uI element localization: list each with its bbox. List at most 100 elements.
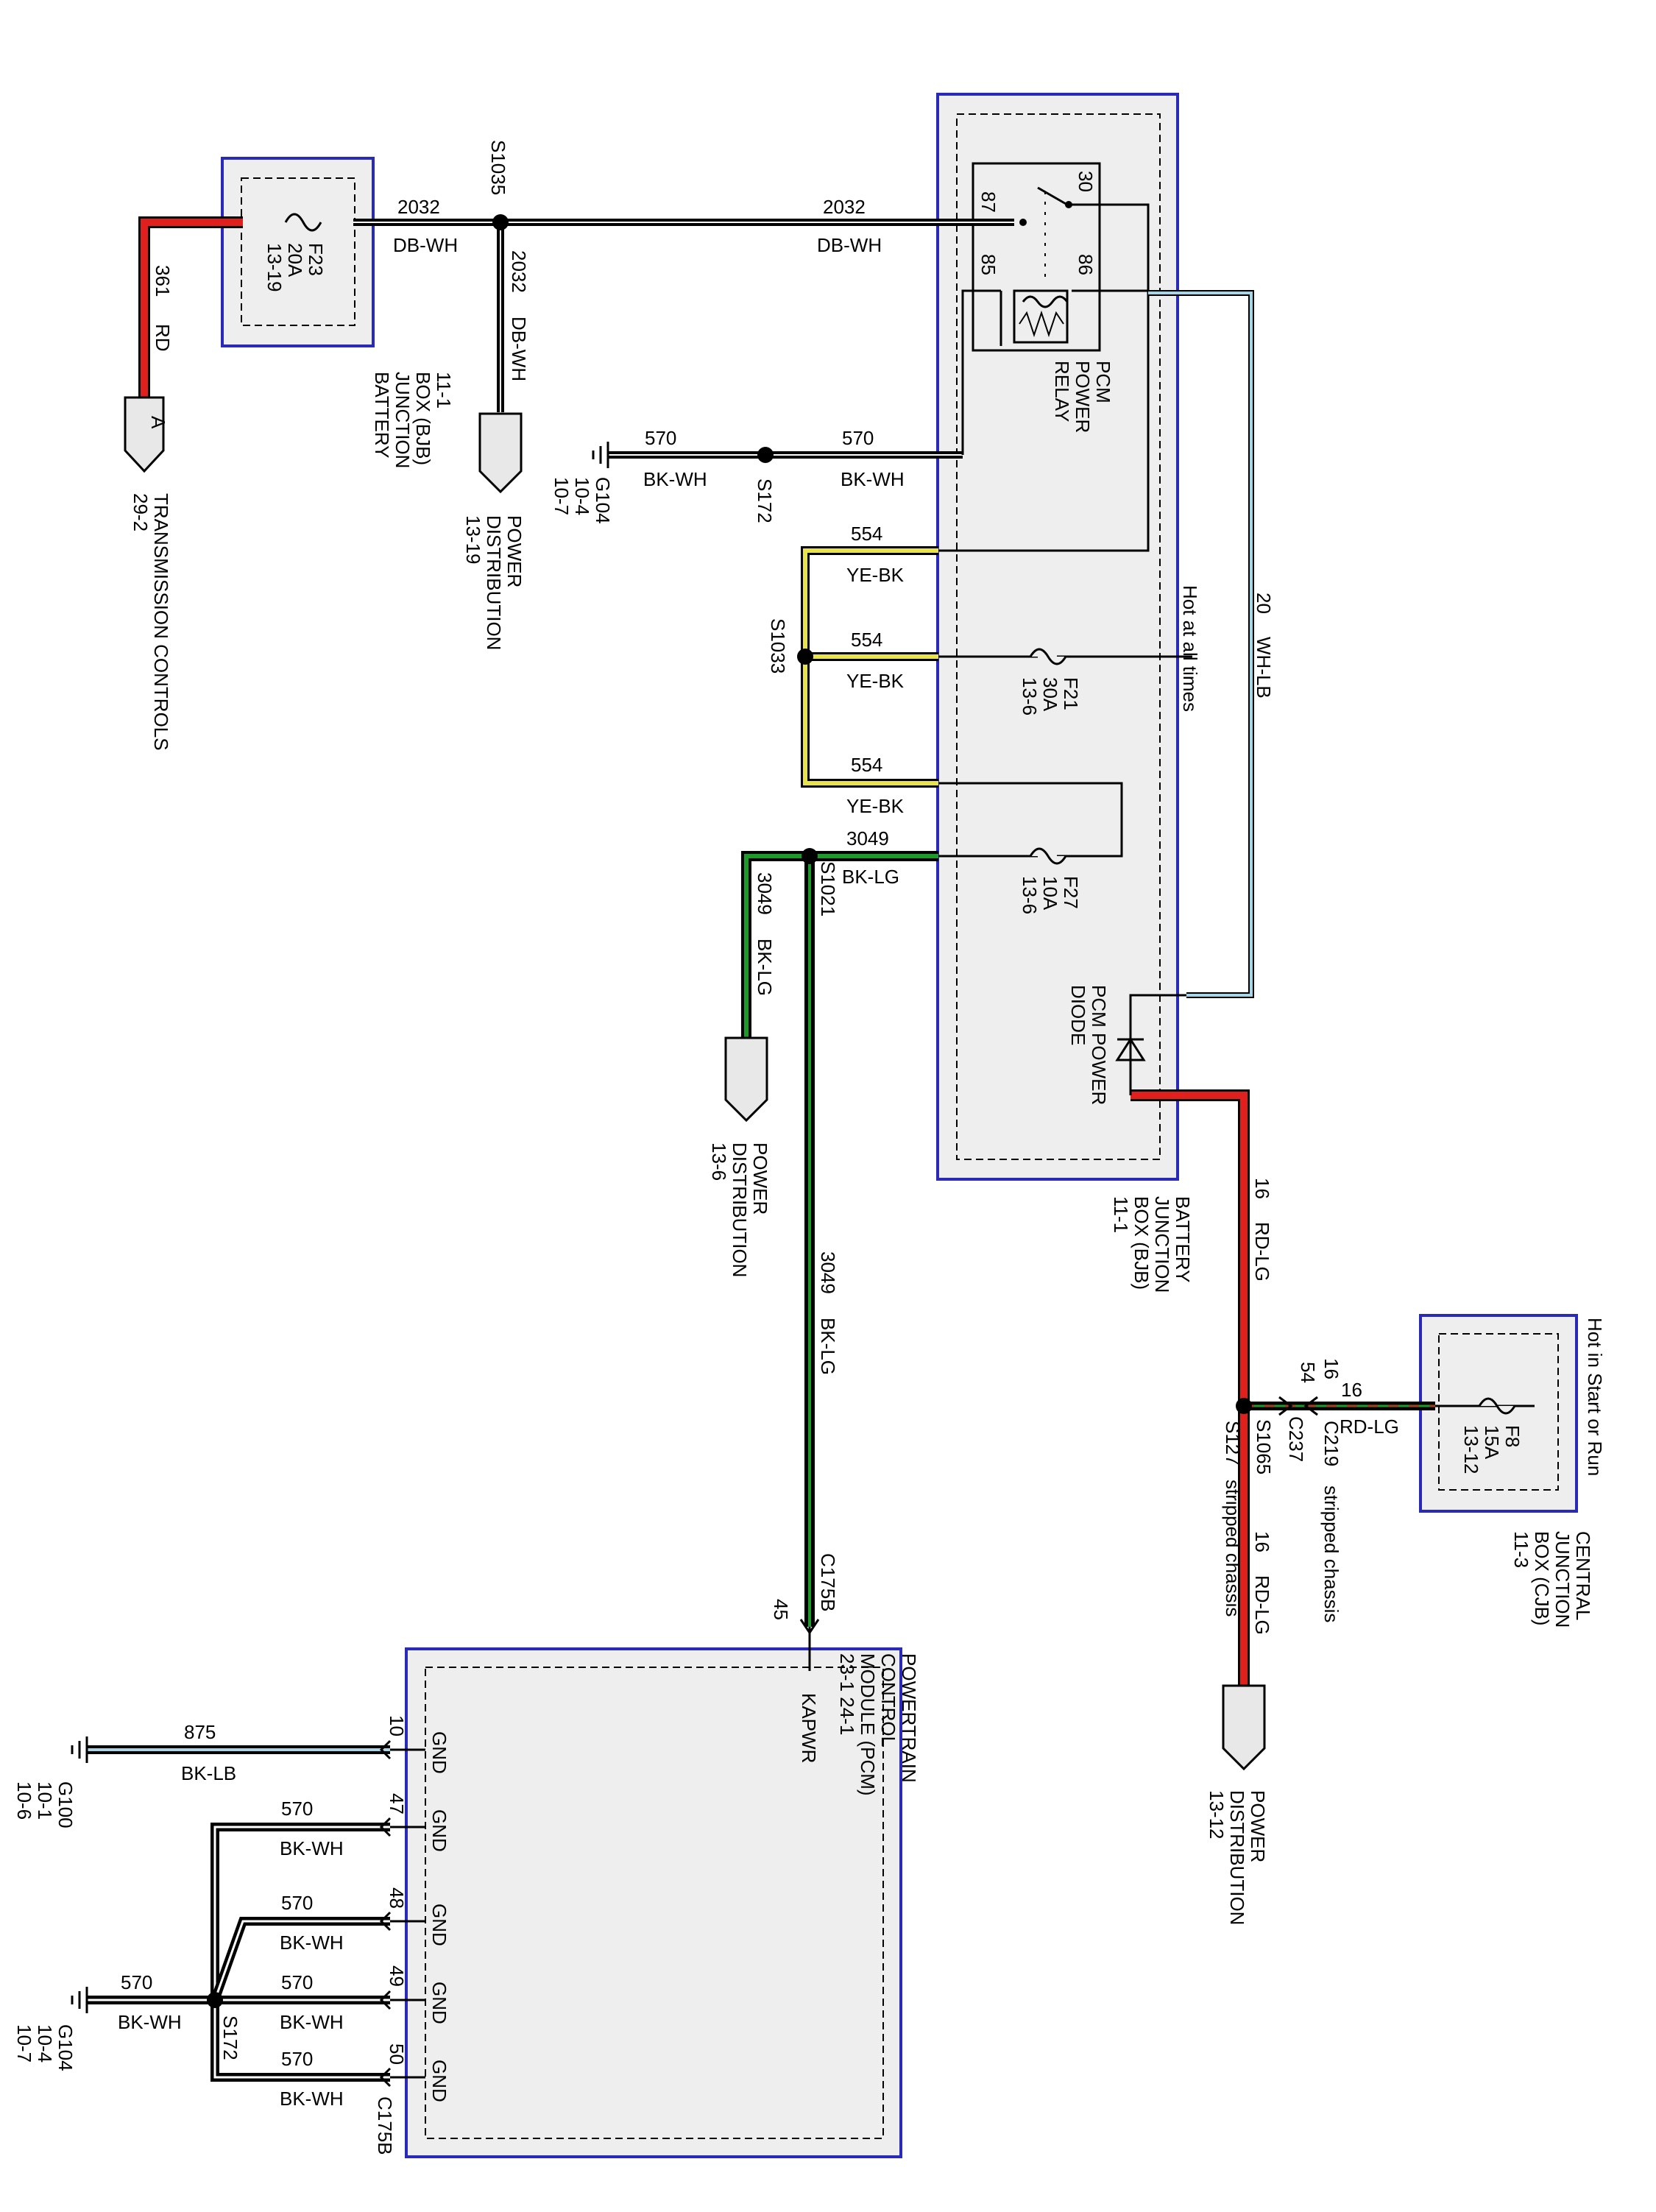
- wire-361-circuit: 361: [152, 265, 174, 297]
- wire-554-circuit-1: 554: [851, 523, 882, 545]
- bjb-right-name-2: JUNCTION: [1151, 1196, 1173, 1293]
- wire-2032-color-3: DB-WH: [508, 317, 530, 381]
- f21-amps: 30A: [1039, 677, 1061, 712]
- bjb-left-name-2: JUNCTION: [392, 372, 414, 468]
- wire-570-b-color-2: BK-WH: [280, 1932, 344, 1954]
- g104-top-line3: 10-7: [551, 477, 573, 515]
- f8-label: F8: [1501, 1425, 1524, 1447]
- pcm-kapwr-label: KAPWR: [798, 1693, 820, 1763]
- wire-570-color-2: BK-WH: [841, 468, 905, 490]
- transmission-controls-ref: 29-2: [130, 493, 152, 531]
- power-dist-1312-line1: POWER: [1247, 1790, 1269, 1862]
- f21-label: F21: [1060, 677, 1082, 710]
- wire-570-b-color-4: BK-WH: [280, 2088, 344, 2110]
- wire-361: [138, 216, 243, 399]
- wire-554-color-2: YE-BK: [846, 670, 905, 692]
- bjb-left-inner: [241, 177, 355, 326]
- pcm-name-3: MODULE (PCM): [857, 1653, 879, 1796]
- wire-570-b-circuit-4: 570: [281, 2048, 313, 2070]
- wire-3049-circuit-2: 3049: [754, 872, 776, 915]
- wire-570-circuit-1: 570: [645, 427, 676, 449]
- pcm-gnd-50: GND: [428, 2060, 450, 2102]
- wire-2032-circuit-1: 2032: [397, 196, 440, 218]
- splice-s172-top: [757, 447, 774, 463]
- splice-s1033: [797, 649, 813, 665]
- relay-box: [972, 162, 1101, 352]
- wire-20-circuit: 20: [1253, 593, 1275, 614]
- fuse-f27-symbol: [1029, 847, 1067, 865]
- g100-line3: 10-6: [13, 1781, 35, 1820]
- wire-570-b-circuit-1: 570: [281, 1798, 313, 1820]
- relay-pin-86: 86: [1075, 254, 1097, 275]
- wire-554-color-3: YE-BK: [846, 795, 905, 817]
- cjb-box: [1419, 1314, 1578, 1513]
- power-dist-136-line2: DISTRIBUTION: [729, 1142, 751, 1277]
- pcm-pin-47: 47: [386, 1793, 408, 1815]
- s1035-label: S1035: [487, 140, 509, 195]
- relay-coil-lines: [999, 289, 1148, 346]
- c175b-top-arrow: [799, 1619, 820, 1671]
- wire-570-b-color-3: BK-WH: [280, 2011, 344, 2033]
- transmission-controls-label: TRANSMISSION CONTROLS: [150, 493, 172, 751]
- power-dist-136-flag: [724, 1036, 768, 1123]
- s1033-label: S1033: [767, 618, 789, 674]
- pcm-name-4: 23-1 24-1: [836, 1653, 858, 1735]
- s172-top-label: S172: [754, 478, 776, 523]
- s172-bottom-label: S172: [219, 2015, 241, 2060]
- wire-875-color: BK-LB: [181, 1762, 236, 1784]
- pcm-gnd-47: GND: [428, 1809, 450, 1852]
- relay-pin-87: 87: [977, 191, 999, 213]
- wire-570-top: [608, 289, 1001, 459]
- f27-amps: 10A: [1039, 876, 1061, 911]
- wire-2032-color-2: DB-WH: [817, 234, 882, 256]
- wire-3049-color-3: BK-LG: [817, 1318, 839, 1375]
- power-dist-1319-line3: 13-19: [462, 515, 484, 565]
- diode-name-2: DIODE: [1067, 985, 1089, 1045]
- pcm-pin-10: 10: [386, 1715, 408, 1736]
- relay-switch: [1013, 186, 1072, 344]
- pcm-gnd-10: GND: [428, 1731, 450, 1774]
- wire-570-b-color-5: BK-WH: [118, 2011, 182, 2033]
- wire-3049-circuit-1: 3049: [846, 827, 889, 849]
- bjb-right-name-1: BATTERY: [1172, 1196, 1194, 1283]
- pcm-pin-48: 48: [386, 1887, 408, 1909]
- connector-a-flag: [124, 396, 165, 473]
- power-dist-1312-line2: DISTRIBUTION: [1226, 1790, 1248, 1925]
- pcm-gnd-48: GND: [428, 1904, 450, 1946]
- splice-s1035: [492, 214, 509, 230]
- wire-20: [1129, 290, 1254, 1023]
- wire-570-bottom: [87, 1823, 390, 2082]
- c219-pin: 16: [1320, 1358, 1342, 1379]
- bjb-right-name-3: BOX (BJB): [1130, 1196, 1153, 1290]
- c219-note: stripped chassis: [1320, 1485, 1342, 1622]
- power-dist-136-line3: 13-6: [708, 1142, 730, 1181]
- wire-3049: [741, 851, 1038, 1627]
- relay-name-1: PCM: [1092, 361, 1114, 403]
- wire-554: [801, 203, 1192, 858]
- ground-g100-icon: [71, 1736, 88, 1763]
- power-dist-1319-line1: POWER: [503, 515, 526, 587]
- s1065-label: S1065: [1253, 1419, 1275, 1474]
- bjb-left-box: [221, 157, 375, 347]
- wire-2032: [353, 219, 1014, 412]
- wire-2032-circuit-3: 2032: [508, 250, 530, 293]
- wire-570-circuit-2: 570: [842, 427, 874, 449]
- f23-ref: 13-19: [263, 243, 286, 292]
- cjb-name-2: JUNCTION: [1551, 1531, 1574, 1628]
- splice-s172-bottom: [207, 1992, 223, 2008]
- bjb-right-box: [936, 93, 1179, 1181]
- f8-amps: 15A: [1481, 1425, 1503, 1460]
- wire-16-circuit-2: 16: [1251, 1531, 1273, 1552]
- pcm-pin-49: 49: [386, 1965, 408, 1987]
- pcm-pin-50: 50: [386, 2043, 408, 2065]
- pcm-inner: [425, 1667, 884, 2139]
- relay-name-2: POWER: [1072, 361, 1094, 433]
- f27-label: F27: [1060, 876, 1082, 909]
- c175b-top-label: C175B: [817, 1553, 839, 1612]
- c175b-bottom-label: C175B: [374, 2096, 396, 2155]
- diode-name-1: PCM POWER: [1088, 985, 1110, 1105]
- c237-c219-connector: [1278, 1396, 1318, 1416]
- wire-570-b-circuit-3: 570: [281, 1971, 313, 1993]
